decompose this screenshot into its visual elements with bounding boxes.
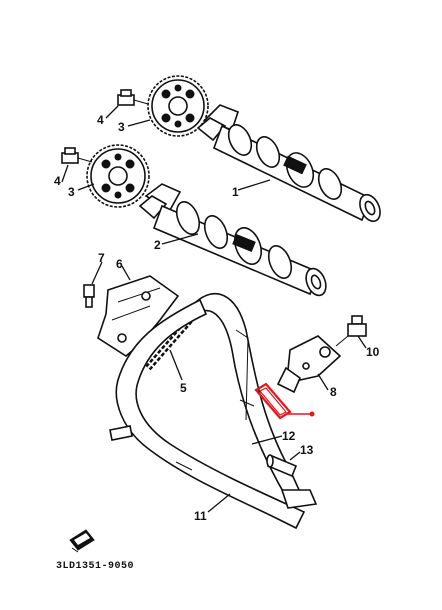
tensioner-gasket-highlight: [254, 382, 315, 420]
tensioner-bolt: [335, 315, 367, 347]
label-11: 11: [194, 509, 207, 523]
upper-sprocket-bolt: [117, 89, 149, 106]
diagram-code: 3LD1351-9050: [56, 561, 134, 572]
label-8: 8: [330, 385, 337, 399]
label-1: 1: [232, 185, 239, 199]
label-13: 13: [300, 443, 314, 457]
lower-cam-sprocket: [86, 144, 150, 208]
guide-bolt: [83, 284, 95, 308]
lower-chain-guide: [109, 298, 318, 530]
lower-sprocket-bolt: [61, 147, 93, 164]
label-7: 7: [98, 251, 105, 265]
label-5: 5: [180, 381, 187, 395]
label-2: 2: [154, 238, 161, 252]
label-4-lower: 4: [54, 174, 61, 188]
guide-pin: [266, 454, 298, 478]
leader-lines: [61, 105, 367, 513]
label-3-lower: 3: [68, 185, 75, 199]
label-4-upper: 4: [97, 113, 104, 127]
lower-camshaft: [138, 183, 327, 297]
upper-camshaft: [196, 104, 381, 223]
label-3-upper: 3: [118, 120, 125, 134]
label-10: 10: [366, 345, 380, 359]
chain-tensioner: [276, 335, 342, 394]
timing-chain: [145, 317, 193, 371]
label-6: 6: [116, 257, 123, 271]
label-12: 12: [282, 429, 296, 443]
upper-cam-sprocket: [147, 75, 209, 137]
manual-book-icon: [69, 529, 95, 553]
part-labels: 1 2 3 3 4 4 5 6 7 8 10 11 12 13: [54, 113, 380, 523]
